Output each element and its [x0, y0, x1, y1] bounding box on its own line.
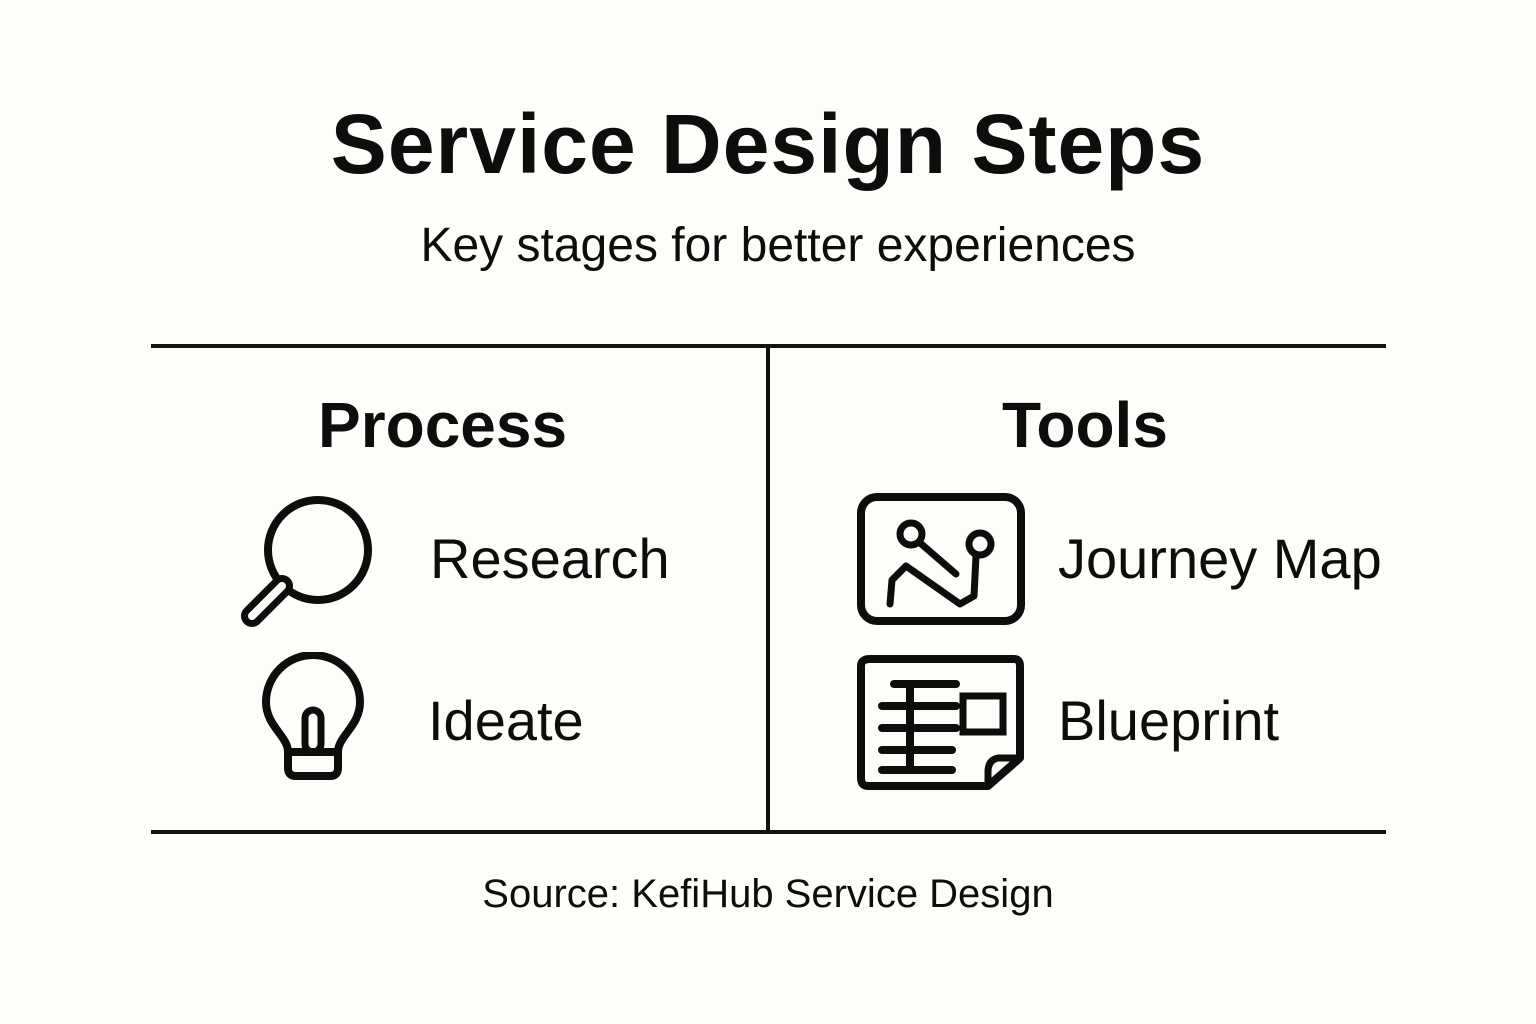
bottom-divider: [151, 830, 1386, 834]
column-divider: [766, 344, 770, 832]
tools-heading: Tools: [1002, 389, 1168, 461]
item-label: Journey Map: [1058, 527, 1382, 590]
item-label: Blueprint: [1058, 689, 1280, 752]
lightbulb-icon: [262, 652, 364, 780]
item-label: Research: [430, 527, 670, 590]
blueprint-icon: [857, 655, 1024, 790]
magnifying-glass-icon: [241, 496, 372, 627]
source-caption: Source: KefiHub Service Design: [482, 872, 1054, 916]
item-label: Ideate: [428, 689, 584, 752]
journey-map-icon: [857, 493, 1025, 625]
page-subtitle: Key stages for better experiences: [420, 219, 1136, 272]
process-heading: Process: [318, 389, 568, 461]
page-title: Service Design Steps: [330, 97, 1206, 191]
